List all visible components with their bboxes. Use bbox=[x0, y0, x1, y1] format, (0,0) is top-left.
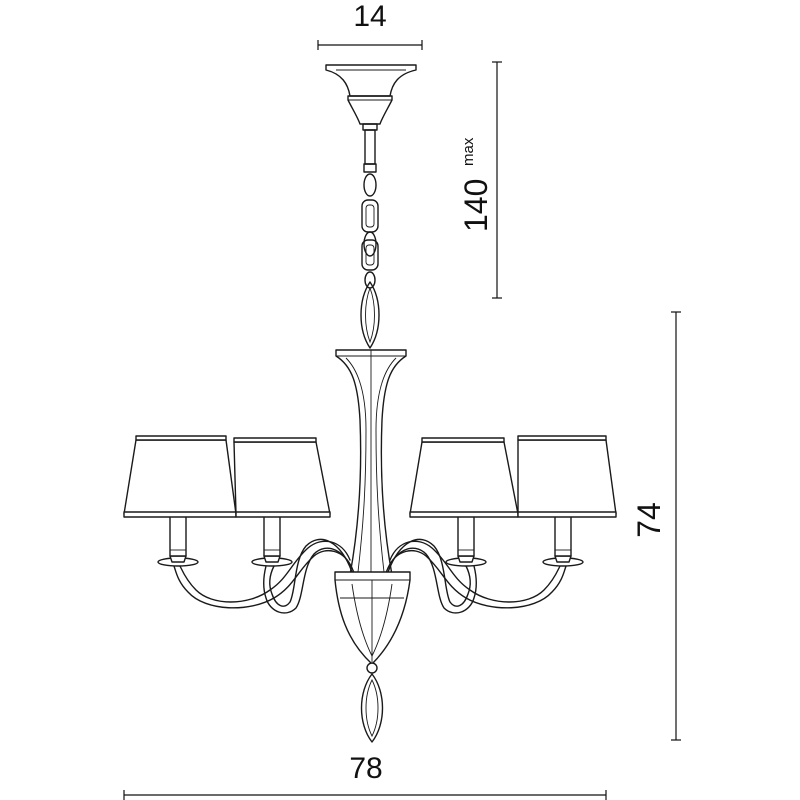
dimension-canopy-width: 14 bbox=[317, 0, 423, 50]
candle-holder-2 bbox=[251, 515, 293, 567]
lamp-shade-4 bbox=[517, 435, 617, 518]
bottom-finial bbox=[360, 673, 384, 743]
total-width-label: 78 bbox=[349, 752, 382, 785]
central-bowl bbox=[334, 571, 411, 674]
arms bbox=[173, 538, 567, 614]
chain-length-suffix: max bbox=[460, 137, 477, 166]
chain-length-label: 140 bbox=[458, 179, 494, 232]
canopy-width-label: 14 bbox=[353, 0, 386, 33]
candle-holder-4 bbox=[542, 515, 584, 567]
ceiling-canopy bbox=[325, 64, 417, 165]
candle-holder-3 bbox=[445, 515, 487, 567]
lamp-shade-2 bbox=[233, 437, 331, 518]
central-stem bbox=[335, 349, 407, 576]
body-height-label: 74 bbox=[631, 502, 667, 538]
candle-holder-1 bbox=[157, 515, 199, 567]
suspension-chain bbox=[361, 163, 379, 289]
dimension-chain-length: 140 max bbox=[458, 61, 502, 299]
dimension-total-width: 78 bbox=[123, 752, 607, 800]
top-finial bbox=[360, 281, 380, 349]
lamp-shade-1 bbox=[123, 435, 237, 518]
lamp-shade-3 bbox=[409, 437, 519, 518]
dimension-body-height: 74 bbox=[631, 311, 681, 741]
